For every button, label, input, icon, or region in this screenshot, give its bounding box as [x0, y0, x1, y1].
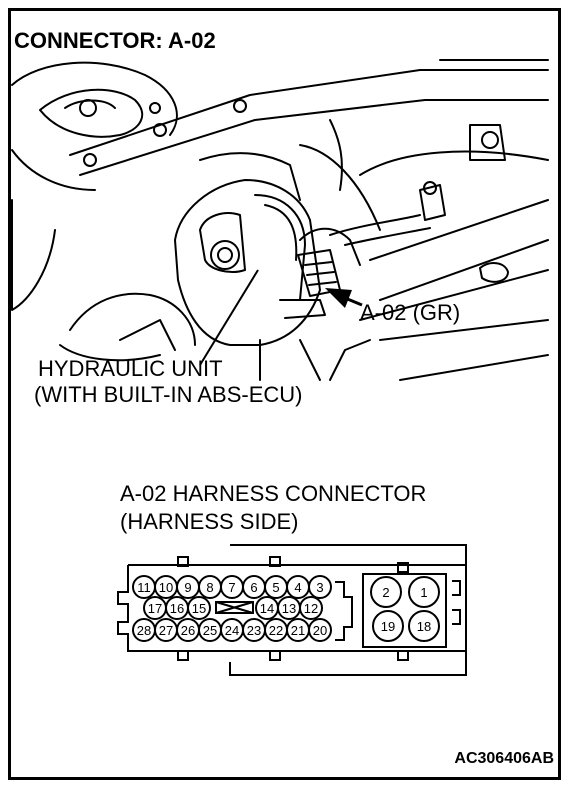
pin-21: 21	[286, 618, 310, 642]
pin-label: 6	[250, 580, 257, 595]
large-pin-block: 2 1 19 18	[370, 576, 440, 642]
pin-label: 3	[316, 580, 323, 595]
pin-27: 27	[154, 618, 178, 642]
pin-label: 23	[247, 623, 261, 638]
pin-26: 26	[176, 618, 200, 642]
pin-row-3: 28 27 26 25 24 23 22 21 20	[132, 618, 332, 642]
pin-3: 3	[308, 575, 332, 599]
pin-label: 20	[313, 623, 327, 638]
pin-19: 19	[372, 610, 404, 642]
pin-label: 5	[272, 580, 279, 595]
pin-8: 8	[198, 575, 222, 599]
pin-label: 18	[417, 619, 431, 634]
pin-24: 24	[220, 618, 244, 642]
pin-label: 15	[192, 601, 206, 616]
pin-14: 14	[255, 596, 279, 620]
pin-label: 8	[206, 580, 213, 595]
pin-12: 12	[299, 596, 323, 620]
pin-23: 23	[242, 618, 266, 642]
pin-1: 1	[408, 576, 440, 608]
pin-label: 24	[225, 623, 239, 638]
pin-15: 15	[187, 596, 211, 620]
pin-20: 20	[308, 618, 332, 642]
pin-label: 4	[294, 580, 301, 595]
pin-label: 17	[148, 601, 162, 616]
pin-label: 27	[159, 623, 173, 638]
connector-callout-arrow	[325, 288, 363, 308]
pin-label: 13	[282, 601, 296, 616]
pin-row-2: 17 16 15 14 13 12	[143, 596, 323, 620]
figure-code: AC306406AB	[454, 750, 554, 767]
pin-25: 25	[198, 618, 222, 642]
pin-28: 28	[132, 618, 156, 642]
pin-18: 18	[408, 610, 440, 642]
pin-label: 25	[203, 623, 217, 638]
pin-label: 12	[304, 601, 318, 616]
pin-6: 6	[242, 575, 266, 599]
hydraulic-unit-sublabel: (WITH BUILT-IN ABS-ECU)	[34, 382, 303, 407]
pin-label: 26	[181, 623, 195, 638]
hydraulic-unit-label: HYDRAULIC UNIT	[38, 356, 223, 381]
pin-row-1: 11 10 9 8 7 6 5 4 3	[132, 575, 332, 599]
pin-16: 16	[165, 596, 189, 620]
harness-connector-drawing	[117, 544, 467, 676]
hydraulic-unit-leader-line	[199, 269, 259, 366]
pin-label: 7	[228, 580, 235, 595]
pin-label: 10	[159, 580, 173, 595]
pin-label: 14	[260, 601, 274, 616]
pin-22: 22	[264, 618, 288, 642]
harness-connector-subtitle: (HARNESS SIDE)	[120, 509, 299, 534]
pin-label: 21	[291, 623, 305, 638]
pin-11: 11	[132, 575, 156, 599]
pin-label: 19	[381, 619, 395, 634]
harness-connector-title: A-02 HARNESS CONNECTOR	[120, 481, 427, 506]
engine-bay-illustration	[11, 59, 549, 381]
pin-10: 10	[154, 575, 178, 599]
pin-label: 16	[170, 601, 184, 616]
pin-label: 22	[269, 623, 283, 638]
pin-9: 9	[176, 575, 200, 599]
connector-callout-label: A-02 (GR)	[360, 300, 461, 325]
pin-2: 2	[370, 576, 402, 608]
pin-13: 13	[277, 596, 301, 620]
pin-5: 5	[264, 575, 288, 599]
pin-label: 28	[137, 623, 151, 638]
pin-17: 17	[143, 596, 167, 620]
pin-4: 4	[286, 575, 310, 599]
pin-label: 11	[137, 580, 151, 595]
connector-title: CONNECTOR: A-02	[14, 28, 216, 53]
pin-label: 1	[420, 585, 427, 600]
pin-label: 2	[382, 585, 389, 600]
pin-7: 7	[220, 575, 244, 599]
pin-label: 9	[184, 580, 191, 595]
